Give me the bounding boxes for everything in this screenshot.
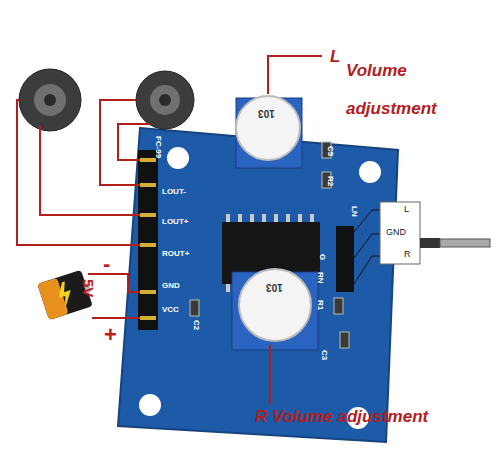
speaker-cone	[34, 84, 66, 116]
callout-label: R Volume adjustment	[255, 408, 428, 425]
jack-pin: GND	[386, 228, 406, 237]
mount-hole	[359, 161, 381, 183]
jack-pin: R	[404, 250, 411, 259]
callout-label: Volume adjustment	[346, 52, 464, 128]
pcb-board	[118, 128, 398, 442]
part-name: C3	[320, 350, 328, 360]
board-name: FC-99	[154, 136, 162, 158]
pot-knob	[239, 269, 311, 341]
mount-hole	[167, 147, 189, 169]
part-name: C5	[326, 146, 334, 156]
speaker-cone	[150, 85, 180, 115]
mount-hole	[139, 394, 161, 416]
battery: 5V	[36, 262, 94, 328]
polarity-sign: +	[104, 324, 117, 346]
pin-name: VCC	[162, 306, 179, 314]
speaker-cap	[44, 94, 56, 106]
polarity-sign: -	[103, 253, 110, 275]
speaker	[136, 71, 194, 129]
pin-header	[138, 150, 158, 330]
pin-header	[336, 226, 354, 292]
header-pins	[140, 158, 156, 320]
speaker-cap	[159, 94, 171, 106]
battery-voltage: 5V	[81, 279, 96, 297]
pot-value: 103	[266, 282, 283, 292]
callout-label: L	[330, 48, 340, 65]
pin-name: LOUT-	[162, 188, 186, 196]
speaker	[19, 69, 81, 131]
part-name: LN	[350, 206, 358, 217]
pin-name: ROUT+	[162, 250, 189, 258]
jack-plug	[420, 238, 440, 248]
pin-name: GND	[162, 282, 180, 290]
pot-value: 103	[258, 108, 275, 118]
jack-wires	[354, 210, 380, 284]
pot-knob	[236, 96, 300, 160]
jack-box	[380, 202, 420, 264]
part-name: RN	[316, 272, 324, 284]
jack-plug	[440, 239, 490, 247]
jack-pin: L	[404, 205, 409, 214]
pin-name: LOUT+	[162, 218, 188, 226]
part-name: R1	[316, 300, 324, 310]
part-name: G	[318, 254, 326, 260]
smd-parts	[190, 142, 349, 348]
wires	[17, 56, 322, 404]
part-name: R2	[326, 176, 334, 186]
part-name: C2	[192, 320, 200, 330]
